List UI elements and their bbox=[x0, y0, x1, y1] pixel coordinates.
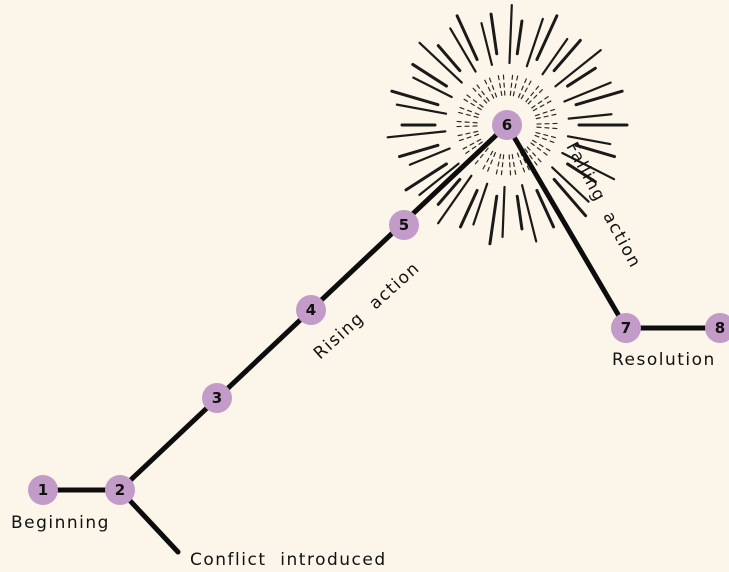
burst-dash bbox=[496, 154, 501, 175]
burst-ray bbox=[438, 179, 460, 204]
label-falling-action: Falling action bbox=[562, 139, 645, 272]
svg-text:2: 2 bbox=[115, 481, 125, 499]
burst-dash bbox=[503, 73, 505, 95]
label-resolution: Resolution bbox=[612, 350, 716, 370]
node-8: 8 bbox=[705, 313, 729, 343]
svg-text:4: 4 bbox=[306, 301, 316, 319]
burst-dash bbox=[521, 79, 532, 98]
node-5: 5 bbox=[389, 210, 419, 240]
burst-ray bbox=[481, 23, 491, 65]
burst-ray bbox=[457, 16, 477, 60]
burst-dash bbox=[482, 151, 493, 170]
node-6: 6 bbox=[492, 110, 522, 140]
burst-dash bbox=[509, 155, 511, 177]
burst-ray bbox=[554, 40, 580, 70]
burst-ray bbox=[527, 19, 543, 66]
label-conflict-introduced: Conflict introduced bbox=[190, 550, 387, 570]
burst-ray bbox=[473, 184, 487, 225]
burst-ray bbox=[491, 14, 497, 54]
burst-dash bbox=[455, 126, 477, 127]
burst-ray bbox=[509, 5, 511, 63]
burst-ray bbox=[413, 64, 447, 86]
node-1: 1 bbox=[28, 475, 58, 505]
burst-dash bbox=[461, 139, 480, 150]
burst-dash bbox=[526, 85, 540, 102]
burst-ray bbox=[569, 114, 612, 118]
burst-ray bbox=[568, 68, 596, 86]
burst-ray bbox=[392, 91, 438, 105]
burst-ray bbox=[537, 16, 557, 60]
node-2: 2 bbox=[105, 475, 135, 505]
label-beginning: Beginning bbox=[11, 513, 110, 533]
node-4: 4 bbox=[296, 295, 326, 325]
node-7: 7 bbox=[611, 313, 641, 343]
burst-dash bbox=[513, 74, 518, 95]
svg-text:5: 5 bbox=[399, 216, 409, 234]
burst-dash bbox=[533, 100, 552, 111]
burst-ray bbox=[517, 196, 522, 229]
burst-dash bbox=[537, 127, 559, 129]
burst-ray bbox=[522, 185, 536, 241]
burst-dash bbox=[512, 155, 516, 177]
burst-dash bbox=[519, 77, 528, 97]
burst-dash bbox=[510, 73, 512, 95]
burst-dash bbox=[501, 155, 503, 177]
burst-dash bbox=[487, 153, 496, 173]
svg-text:1: 1 bbox=[38, 481, 48, 499]
burst-ray bbox=[490, 196, 497, 244]
burst-dash bbox=[455, 121, 477, 123]
burst-ray bbox=[438, 46, 460, 71]
svg-text:6: 6 bbox=[502, 116, 512, 134]
burst-dash bbox=[498, 74, 502, 96]
svg-text:8: 8 bbox=[715, 319, 725, 337]
burst-dash bbox=[537, 123, 559, 124]
svg-text:7: 7 bbox=[621, 319, 631, 337]
svg-text:3: 3 bbox=[212, 389, 222, 407]
burst-dash bbox=[489, 76, 497, 97]
burst-ray bbox=[503, 187, 505, 237]
burst-ray bbox=[517, 21, 522, 54]
burst-dash bbox=[462, 98, 481, 109]
burst-dash bbox=[476, 83, 489, 101]
node-3: 3 bbox=[202, 383, 232, 413]
burst-dash bbox=[484, 78, 494, 98]
burst-ray bbox=[388, 131, 446, 137]
label-rising-action: Rising action bbox=[310, 258, 424, 364]
burst-dash bbox=[533, 140, 552, 151]
